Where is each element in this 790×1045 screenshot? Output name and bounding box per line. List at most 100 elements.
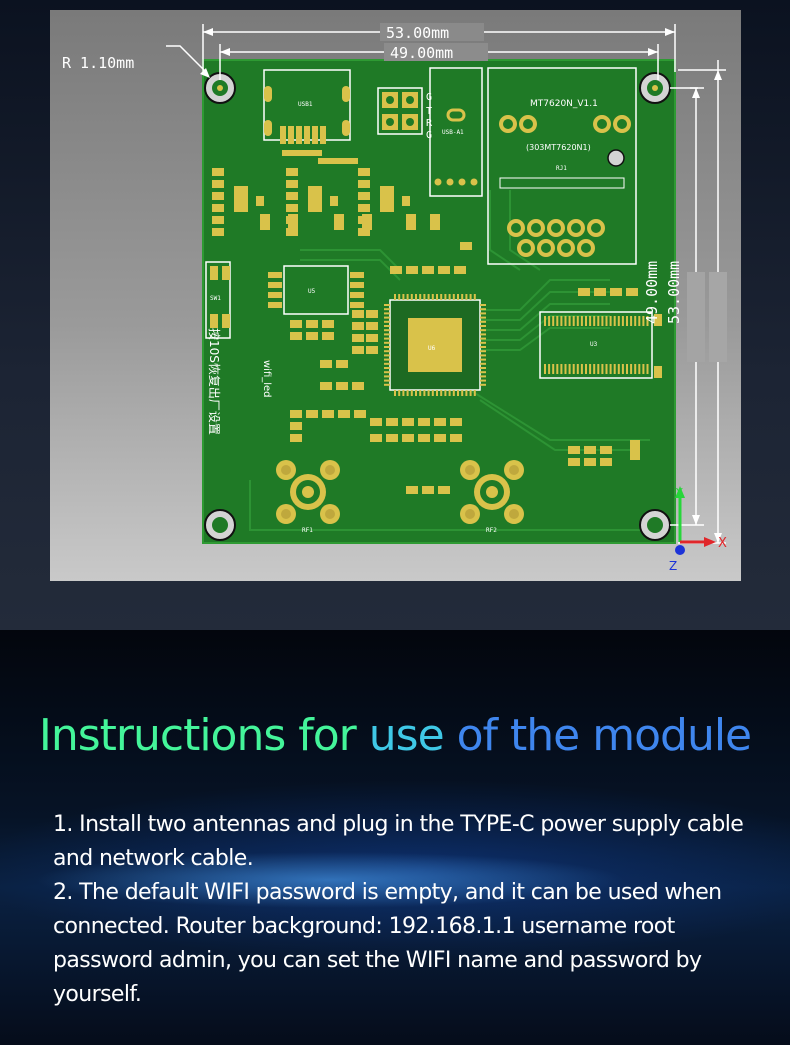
main-soc: U6 <box>384 294 486 396</box>
chip-pin <box>461 294 464 300</box>
chip-pin <box>597 364 600 374</box>
chip-pin <box>436 294 438 300</box>
axis-z-label: Z <box>669 559 677 573</box>
sw-label: SW1 <box>210 295 221 302</box>
instruction-item-1: 1. Install two antennas and plug in the … <box>53 812 744 871</box>
axis-gizmo: Y X Z <box>669 486 727 573</box>
chip-pin <box>544 364 546 374</box>
chip-pin <box>384 358 390 361</box>
chip-pin <box>384 337 390 340</box>
chip-pin <box>398 294 401 300</box>
pcb-drawing: USB1 G T R G <box>62 23 727 573</box>
reset-switch: SW1 <box>205 261 231 339</box>
chip-pin <box>384 379 390 382</box>
chip-pin <box>394 294 396 300</box>
chip-pin <box>448 294 451 300</box>
chip-pin <box>384 383 390 386</box>
rf2-label: RF2 <box>486 527 497 534</box>
chip-pin <box>406 390 409 396</box>
chip-pin <box>560 316 563 326</box>
chip-pin <box>384 350 390 353</box>
chip-pin <box>384 308 390 311</box>
ram-label: U3 <box>590 341 598 348</box>
chip-pin <box>593 364 596 374</box>
chip-pin <box>630 316 633 326</box>
chip-pin <box>480 375 486 378</box>
chip-pin <box>440 390 443 396</box>
wifi-led-label: wifi_led <box>261 360 272 398</box>
title-part-2: use <box>368 710 457 761</box>
chip-pin <box>560 364 563 374</box>
usb-label: USB1 <box>298 101 313 108</box>
chip-pin <box>617 364 620 374</box>
chip-pin <box>480 329 486 332</box>
chip-pin <box>410 390 413 396</box>
chip-pin <box>427 294 430 300</box>
chip-pin <box>436 390 438 396</box>
model-label: MT7620N_V1.1 <box>530 99 598 109</box>
chip-pin <box>431 294 434 300</box>
model-sub-label: (303MT7620N1) <box>526 143 591 152</box>
chip-pin <box>548 364 551 374</box>
chip-pin <box>626 316 628 326</box>
flash-label: U5 <box>308 288 316 295</box>
uart-label-4: G <box>426 130 432 141</box>
chip-pin <box>621 364 624 374</box>
chip-pin <box>480 325 486 327</box>
chip-pin <box>480 383 486 386</box>
dim-width-outer: 53.00mm <box>386 24 449 42</box>
chip-pin <box>544 316 546 326</box>
rf-connector-2: RF2 <box>460 460 524 534</box>
chip-pin <box>568 316 571 326</box>
dim-height-inner: 49.00mm <box>643 261 661 324</box>
usb-a-connector: USB-A1 <box>429 67 483 197</box>
chip-pin <box>452 390 455 396</box>
chip-pin <box>440 294 443 300</box>
chip-pin <box>593 316 596 326</box>
uart-label-2: T <box>426 106 432 117</box>
passive-components <box>290 242 662 494</box>
chip-pin <box>568 364 571 374</box>
section-title: Instructions for use of the module <box>0 710 790 761</box>
chip-pin <box>419 390 422 396</box>
chip-pin <box>634 364 637 374</box>
title-part-1: Instructions for <box>38 710 369 761</box>
chip-pin <box>564 364 567 374</box>
chip-pin <box>384 312 390 315</box>
soc-label: U6 <box>428 345 436 352</box>
chip-pin <box>480 354 486 357</box>
chip-pin <box>423 390 426 396</box>
chip-pin <box>427 390 430 396</box>
chip-pin <box>609 364 612 374</box>
dim-width-inner: 49.00mm <box>390 44 453 62</box>
chip-pin <box>452 294 455 300</box>
chip-pin <box>480 367 486 369</box>
chip-pin <box>398 390 401 396</box>
chip-pin <box>576 316 579 326</box>
chip-pin <box>630 364 633 374</box>
chip-pin <box>415 390 417 396</box>
chip-pin <box>384 346 390 348</box>
chip-pin <box>642 364 645 374</box>
usb-c-connector: USB1 <box>263 69 351 144</box>
axis-x-label: X <box>718 536 727 551</box>
mounting-holes <box>204 72 671 541</box>
chip-pin <box>572 364 575 374</box>
chip-pin <box>384 329 390 332</box>
instructions-list: 1. Install two antennas and plug in the … <box>53 808 773 1012</box>
pcb-render: USB1 G T R G <box>50 10 741 581</box>
chip-pin <box>601 364 604 374</box>
chip-pin <box>444 294 447 300</box>
chip-pin <box>576 364 579 374</box>
chip-pin <box>384 354 390 357</box>
chip-pin <box>384 375 390 378</box>
chip-pin <box>480 346 486 348</box>
chip-pin <box>384 341 390 344</box>
chip-pin <box>448 390 451 396</box>
chip-pin <box>621 316 624 326</box>
chip-pin <box>589 316 592 326</box>
dimension-arrows <box>200 28 722 543</box>
chip-pin <box>480 350 486 353</box>
rf1-label: RF1 <box>302 527 313 534</box>
chip-pin <box>384 304 390 306</box>
